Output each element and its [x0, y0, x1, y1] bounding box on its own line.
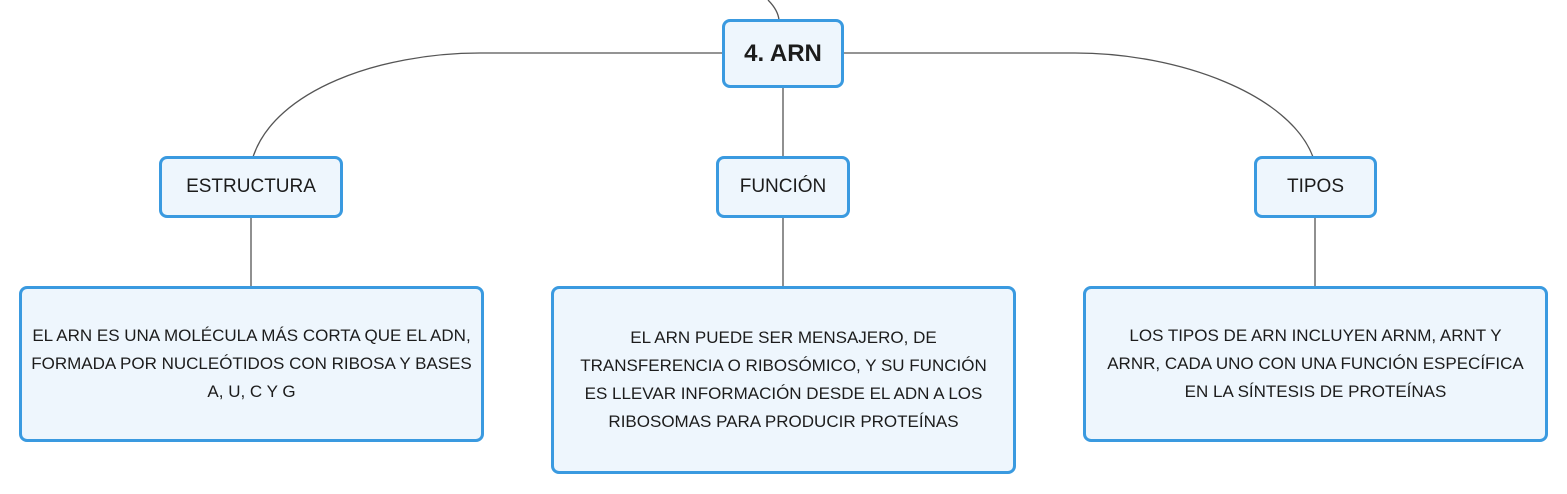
connector-parent-to-root [767, 0, 780, 21]
root-label: 4. ARN [744, 39, 822, 67]
topic-label-tipos: TIPOS [1286, 176, 1344, 197]
detail-text-estructura: EL ARN ES UNA MOLÉCULA MÁS CORTA QUE EL … [31, 326, 472, 401]
detail-node-estructura[interactable]: EL ARN ES UNA MOLÉCULA MÁS CORTA QUE EL … [19, 286, 484, 442]
detail-node-tipos[interactable]: LOS TIPOS DE ARN INCLUYEN ARNM, ARNT Y A… [1083, 286, 1548, 442]
topic-node-estructura[interactable]: ESTRUCTURA [159, 156, 343, 218]
detail-text-funcion: EL ARN PUEDE SER MENSAJERO, DE TRANSFERE… [580, 328, 987, 431]
detail-text-tipos: LOS TIPOS DE ARN INCLUYEN ARNM, ARNT Y A… [1107, 326, 1524, 401]
topic-node-funcion[interactable]: FUNCIÓN [716, 156, 850, 218]
topic-label-estructura: ESTRUCTURA [186, 176, 316, 197]
root-node[interactable]: 4. ARN [722, 19, 844, 88]
detail-node-funcion[interactable]: EL ARN PUEDE SER MENSAJERO, DE TRANSFERE… [551, 286, 1016, 474]
topic-node-tipos[interactable]: TIPOS [1254, 156, 1377, 218]
topic-label-funcion: FUNCIÓN [739, 176, 827, 197]
connector-root-to-tipos [843, 52, 1314, 158]
connector-root-to-estructura [252, 52, 724, 158]
